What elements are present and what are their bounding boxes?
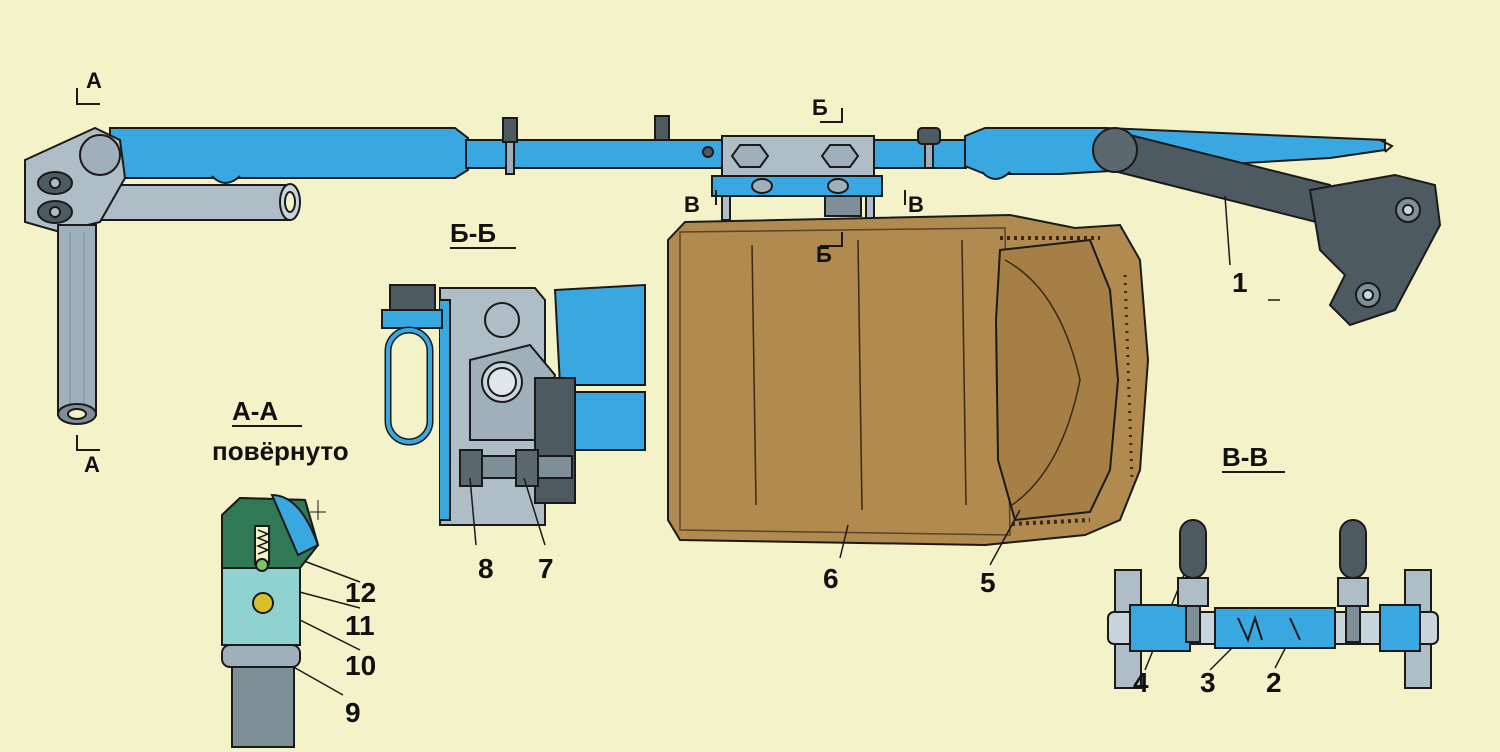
corner-bracket <box>24 126 127 234</box>
cut-mark-v-right: В <box>908 192 924 217</box>
lower-side-tube <box>89 183 301 221</box>
callout-8: 8 <box>478 553 494 584</box>
section-v-v-detail <box>1107 519 1439 689</box>
seat-cushion <box>994 236 1134 526</box>
cut-plane-marks <box>76 88 906 451</box>
seat-mount-clamp <box>711 135 883 221</box>
callout-10: 10 <box>345 650 376 681</box>
section-b-b-detail <box>381 283 646 526</box>
cut-mark-a-bottom: А <box>84 452 100 477</box>
cut-mark-a-top: А <box>86 68 102 93</box>
callout-5: 5 <box>980 567 996 598</box>
section-title-b-b: Б-Б <box>450 218 496 248</box>
section-note-rotated: повёрнуто <box>212 436 349 466</box>
cut-mark-v-left: В <box>684 192 700 217</box>
callout-2: 2 <box>1266 667 1282 698</box>
section-title-v-v: В-В <box>1222 442 1268 472</box>
section-a-a-detail <box>221 493 326 748</box>
callout-1: 1 <box>1232 267 1248 298</box>
callout-11: 11 <box>345 610 375 641</box>
callout-7: 7 <box>538 553 554 584</box>
callout-9: 9 <box>345 697 361 728</box>
cut-mark-b-top: Б <box>812 95 828 120</box>
cut-mark-b-bottom: Б <box>816 242 832 267</box>
callout-3: 3 <box>1200 667 1216 698</box>
callout-12: 12 <box>345 577 376 608</box>
tube-pins <box>502 115 941 175</box>
callout-4: 4 <box>1133 667 1149 698</box>
callout-6: 6 <box>823 563 839 594</box>
section-title-a-a: А-А <box>232 396 278 426</box>
main-frame-tube <box>109 127 1394 179</box>
backrest-arm <box>1092 127 1442 327</box>
vertical-leg-tube <box>57 224 97 425</box>
tube-clips <box>211 171 1011 184</box>
